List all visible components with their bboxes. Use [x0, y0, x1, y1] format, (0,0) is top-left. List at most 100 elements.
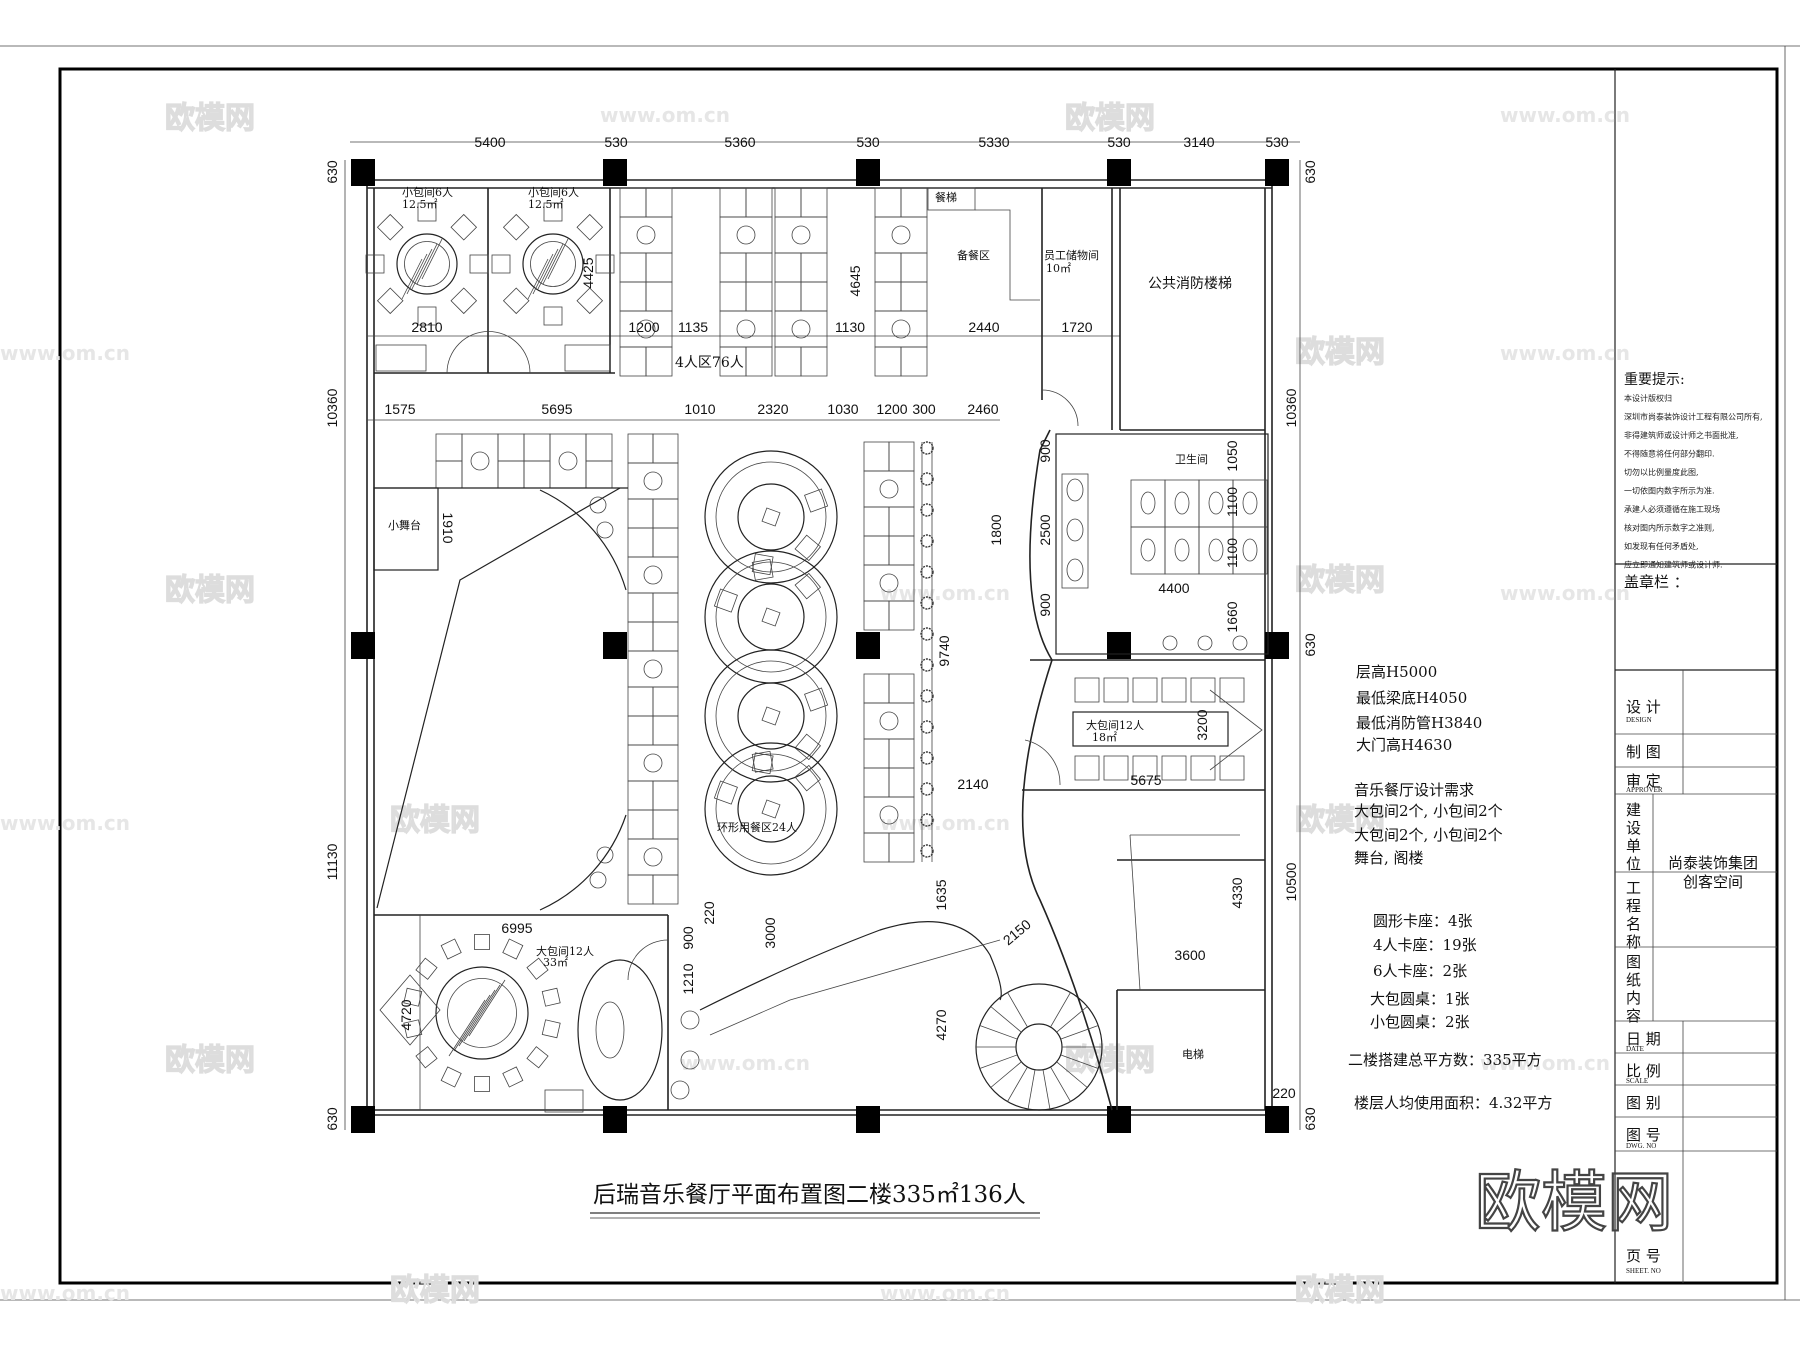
- dim-label: 1635: [933, 879, 949, 910]
- hatch: [547, 238, 569, 280]
- structural-column: [1265, 159, 1289, 186]
- booth-table: [627, 838, 679, 876]
- room-label-booth-zone: 4人区76人: [675, 355, 744, 371]
- important-notice-line: 非得建筑师或设计师之书面批准,: [1624, 430, 1739, 440]
- chair: [440, 1066, 462, 1088]
- plant-icon: [920, 782, 934, 796]
- note-line: 大包间2个, 小包间2个: [1354, 826, 1503, 844]
- stair-tread: [1007, 1066, 1028, 1102]
- vertical-label-char: 称: [1626, 933, 1641, 951]
- booth-seat: [719, 187, 747, 218]
- dim-label: 1210: [680, 963, 696, 994]
- structural-column: [351, 159, 375, 186]
- booth-seat: [900, 252, 928, 283]
- watermark-url: www.om.cn: [0, 811, 130, 835]
- watermark-url: www.om.cn: [600, 103, 730, 127]
- structural-column: [1107, 159, 1131, 186]
- watermark-logo: 欧模网: [390, 1273, 480, 1308]
- hatch: [463, 984, 501, 1042]
- dim-label: 1910: [440, 512, 456, 543]
- booth-seat: [619, 346, 647, 377]
- vertical-label-char: 位: [1626, 855, 1641, 873]
- vertical-label-char: 设: [1626, 819, 1641, 837]
- plant-icon: [920, 441, 934, 455]
- chair: [1074, 755, 1100, 781]
- booth-seat: [585, 460, 613, 489]
- chair: [417, 306, 437, 326]
- chair: [474, 934, 490, 950]
- booth-seat: [627, 498, 654, 529]
- dim-label: 900: [680, 926, 696, 950]
- dim-label: 3200: [1194, 709, 1210, 740]
- room-label-elevator: 电梯: [1182, 1048, 1204, 1061]
- stair-tread: [1056, 1006, 1088, 1033]
- table-top: [636, 319, 656, 339]
- dim-label: 630: [324, 160, 340, 184]
- important-notice-line: 切勿以比例量度此图,: [1624, 467, 1699, 477]
- watermark-url: www.om.cn: [680, 1051, 810, 1075]
- structural-column: [1265, 632, 1289, 659]
- booth-table: [874, 216, 928, 254]
- hatch: [411, 248, 433, 290]
- ring-booth: [704, 450, 838, 584]
- note-line: 音乐餐厅设计需求: [1354, 781, 1474, 799]
- table-top: [879, 805, 899, 825]
- plant-icon: [920, 627, 934, 641]
- stair-tread: [1050, 992, 1071, 1028]
- chair: [1132, 677, 1158, 703]
- booth-seat: [900, 187, 928, 218]
- important-notice-title: 重要提示:: [1624, 372, 1685, 388]
- watermark-logo: 欧模网: [1295, 563, 1385, 598]
- table-top: [879, 479, 899, 499]
- stair-tread: [1042, 1069, 1051, 1110]
- watermark-logo: 欧模网: [165, 101, 255, 136]
- date-label-en: DATE: [1626, 1045, 1644, 1053]
- stair-edge: [1129, 834, 1141, 991]
- cabinet: [544, 1089, 584, 1113]
- table-top: [791, 319, 811, 339]
- screen: [1209, 689, 1263, 771]
- chair: [440, 938, 462, 960]
- table-top: [643, 659, 663, 679]
- booth-table: [774, 310, 828, 348]
- room-label-dumbwaiter: 餐梯: [935, 190, 957, 204]
- booth-seat: [652, 498, 679, 529]
- booth-table: [719, 310, 773, 348]
- vertical-label-char: 纸: [1626, 971, 1641, 989]
- structural-column: [1107, 1106, 1131, 1133]
- booth-seat: [888, 506, 915, 537]
- dim-label: 2320: [757, 401, 788, 417]
- vertical-label-char: 单: [1626, 837, 1641, 855]
- dim-label: 2810: [411, 319, 442, 335]
- plant-icon: [670, 1080, 690, 1100]
- restroom: [1055, 433, 1269, 655]
- toilet-stall: [1164, 479, 1200, 528]
- stair-tread: [990, 1006, 1022, 1033]
- chair: [1132, 755, 1158, 781]
- squat-toilet-icon: [1208, 538, 1224, 562]
- chair: [713, 780, 738, 805]
- note-line: 二楼搭建总平方数：335平方: [1348, 1051, 1542, 1069]
- dwg-no-label: 图 号: [1626, 1126, 1661, 1144]
- chair: [450, 213, 478, 241]
- dim-label: 10500: [1283, 862, 1299, 901]
- spiral-stair-core: [1015, 1023, 1063, 1071]
- stair-tread: [979, 1025, 1018, 1040]
- room-area: 33㎡: [543, 956, 568, 969]
- plant-icon: [920, 503, 934, 517]
- design-label-en: DESIGN: [1626, 716, 1652, 724]
- note-line: 层高H5000: [1356, 663, 1437, 681]
- vertical-label-char: 图: [1626, 953, 1641, 971]
- dim-label: 2500: [1037, 514, 1053, 545]
- note-line: 舞台, 阁楼: [1354, 849, 1424, 867]
- room-labels: 小包间6人 12.5㎡ 小包间6人 12.5㎡ 4人区76人 餐梯 备餐区 员工…: [388, 186, 1232, 1061]
- structural-column: [351, 632, 375, 659]
- booth-seat: [435, 433, 463, 462]
- sheet-no-label: 页 号: [1626, 1247, 1661, 1265]
- booth-seat: [888, 441, 915, 472]
- squat-toilet-icon: [1174, 491, 1190, 515]
- booth-seat: [435, 460, 463, 489]
- booth-seat: [652, 592, 679, 623]
- important-notice-line: 一切依图内数字所示为准.: [1624, 486, 1715, 496]
- watermark-url: www.om.cn: [0, 1281, 130, 1305]
